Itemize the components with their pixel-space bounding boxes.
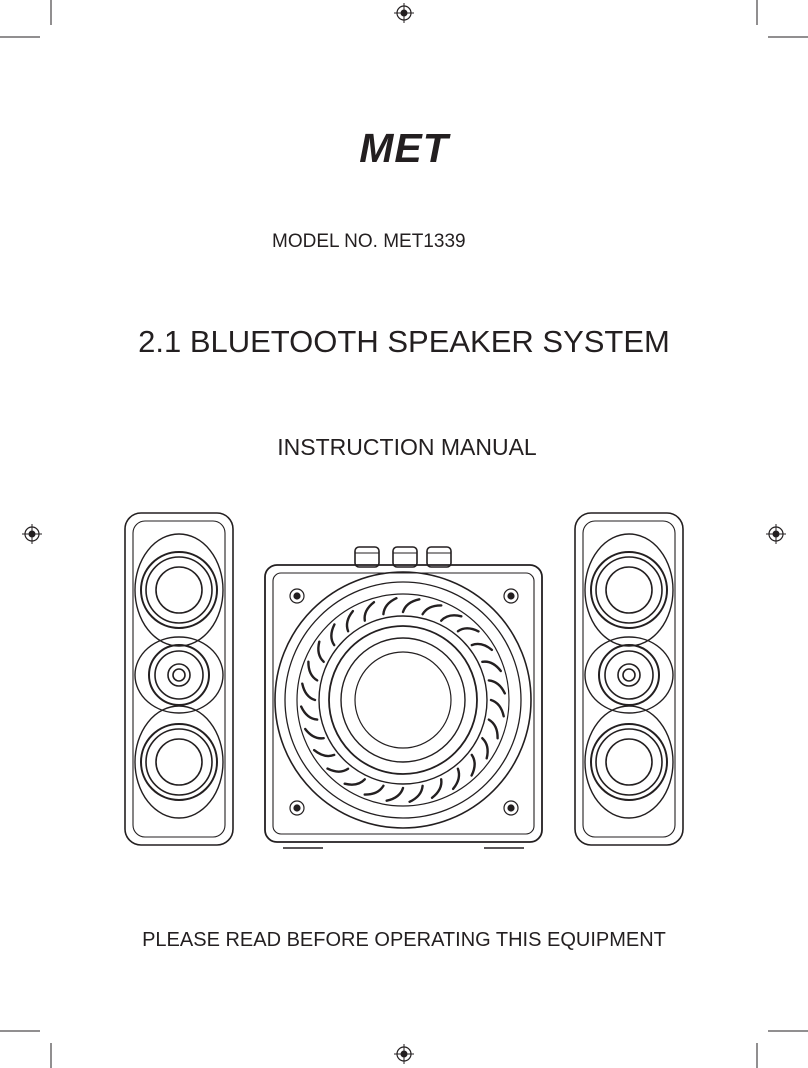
vent-slot bbox=[363, 784, 385, 796]
vent-slot bbox=[470, 753, 476, 777]
vent-slot bbox=[430, 778, 443, 799]
vent-slot bbox=[304, 727, 325, 740]
right-satellite-speaker-illustration bbox=[574, 512, 684, 846]
vent-slot bbox=[312, 748, 336, 758]
left-satellite-speaker-illustration bbox=[124, 512, 234, 846]
subwoofer-illustration bbox=[264, 546, 543, 849]
vent-slot bbox=[343, 778, 366, 786]
vent-slot bbox=[408, 784, 424, 803]
vent-slot bbox=[487, 718, 499, 740]
vent-slot bbox=[382, 597, 398, 616]
vent-slot bbox=[301, 682, 317, 702]
vent-slot bbox=[385, 786, 405, 802]
registration-mark-icon bbox=[22, 3, 786, 1064]
vent-slot bbox=[307, 660, 319, 682]
vent-slot bbox=[401, 598, 421, 614]
vent-slot bbox=[456, 627, 480, 633]
product-title: 2.1 BLUETOOTH SPEAKER SYSTEM bbox=[138, 324, 670, 359]
brand-logo: MET bbox=[359, 125, 449, 171]
vent-slot bbox=[451, 767, 461, 791]
vent-slot bbox=[326, 767, 350, 773]
vent-slot bbox=[317, 640, 325, 663]
vent-slot bbox=[487, 679, 506, 695]
vent-slot bbox=[481, 737, 489, 760]
document-type-heading: INSTRUCTION MANUAL bbox=[277, 434, 537, 460]
vent-slot bbox=[440, 614, 463, 622]
vent-slot bbox=[300, 705, 319, 721]
vent-slot bbox=[470, 642, 494, 652]
vent-slot bbox=[330, 623, 336, 647]
vent-slot bbox=[481, 660, 502, 673]
read-before-operating-notice: PLEASE READ BEFORE OPERATING THIS EQUIPM… bbox=[142, 929, 666, 951]
vent-slot bbox=[345, 609, 355, 633]
model-number: MODEL NO. MET1339 bbox=[272, 231, 466, 252]
vent-slot bbox=[363, 601, 376, 622]
vent-slot bbox=[489, 698, 505, 718]
vent-slot bbox=[421, 604, 443, 616]
